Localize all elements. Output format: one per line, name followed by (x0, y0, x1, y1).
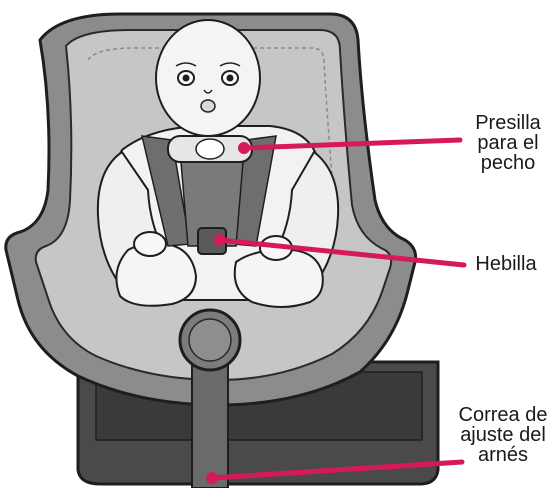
label-adjust-strap-line-2: ajuste del (448, 425, 558, 445)
label-buckle-line-1: Hebilla (466, 254, 546, 274)
label-chest-clip: Presilla para el pecho (461, 113, 555, 173)
label-chest-clip-line-1: Presilla (461, 113, 555, 133)
label-adjust-strap-line-3: arnés (448, 445, 558, 465)
label-adjust-strap: Correa de ajuste del arnés (448, 405, 558, 465)
baby-mouth (201, 100, 215, 112)
label-buckle: Hebilla (466, 254, 546, 274)
label-chest-clip-line-2: para el (461, 133, 555, 153)
baby-left-hand (134, 232, 166, 256)
label-chest-clip-line-3: pecho (461, 153, 555, 173)
baby-head (156, 20, 260, 136)
label-adjust-strap-line-1: Correa de (448, 405, 558, 425)
